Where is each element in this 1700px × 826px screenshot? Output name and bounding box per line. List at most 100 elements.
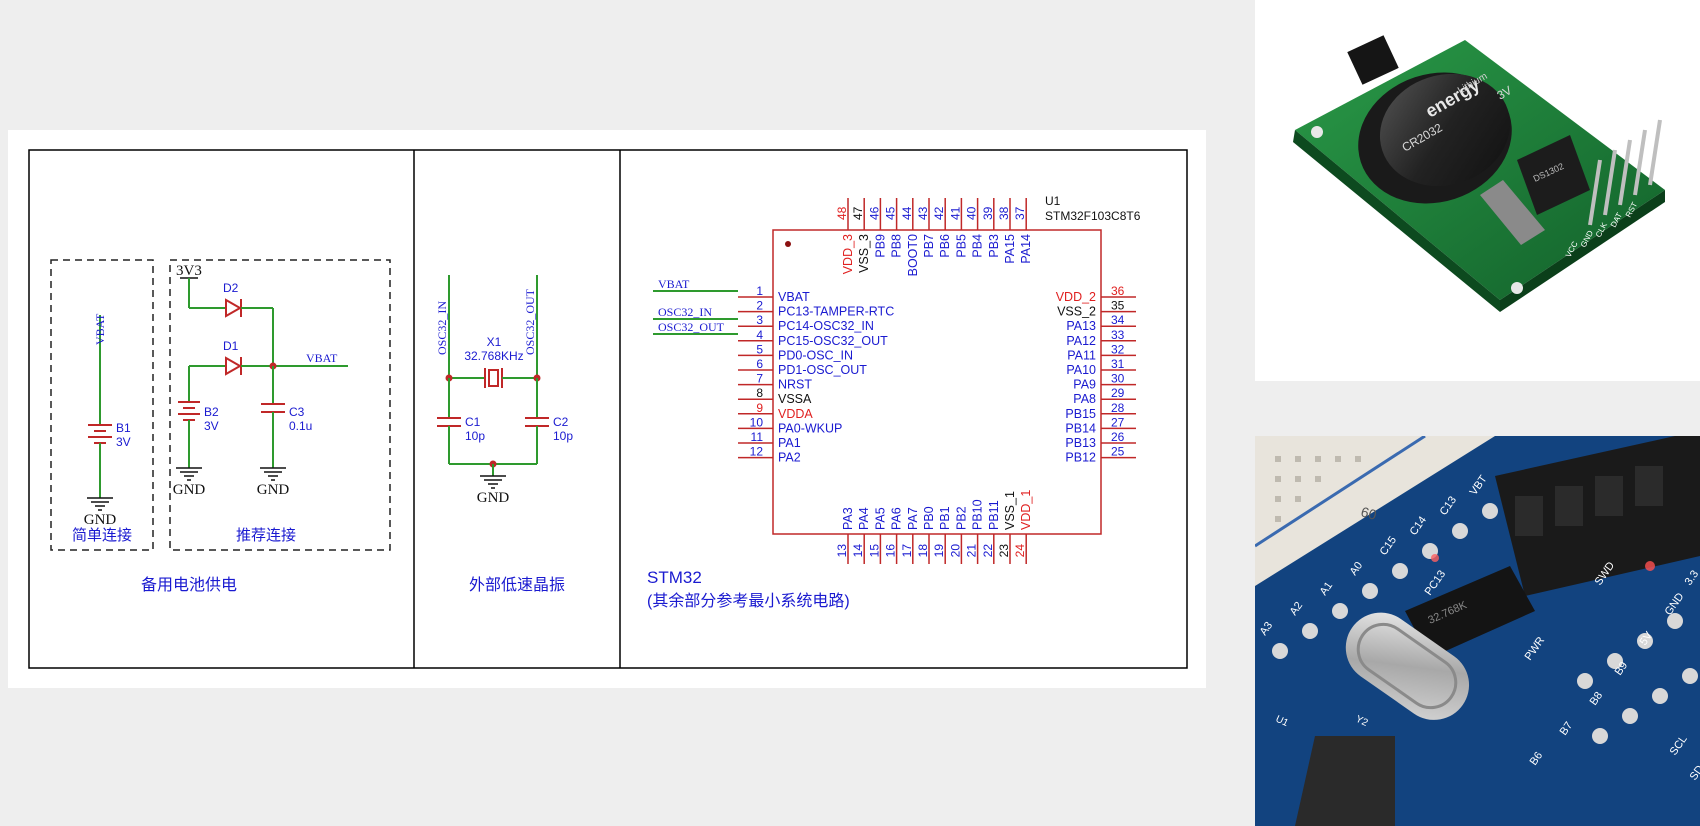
recommended-connection-label: 推荐连接 bbox=[236, 527, 296, 544]
oscillator-section: OSC32_IN OSC32_OUT X1 32.768KHz C1 10p C… bbox=[435, 275, 573, 594]
schematic-panel: VBAT B1 3V GND 3V3 D2 D1 VBAT bbox=[8, 130, 1206, 688]
pin-name: PB9 bbox=[873, 234, 887, 258]
pin-number: 19 bbox=[932, 544, 946, 558]
battery-section: VBAT B1 3V GND 3V3 D2 D1 VBAT bbox=[50, 259, 391, 594]
coin-cell bbox=[1379, 73, 1511, 187]
diode-d2 bbox=[225, 298, 243, 318]
pin-number: 11 bbox=[751, 430, 764, 444]
pin-number: 46 bbox=[867, 206, 881, 220]
mcu-osc-out-net: OSC32_OUT bbox=[658, 320, 725, 334]
pin-number: 14 bbox=[851, 544, 865, 558]
pin-number: 38 bbox=[997, 206, 1011, 220]
pin-name: PA5 bbox=[873, 507, 887, 530]
oscillator-section-title: 外部低速晶振 bbox=[469, 576, 565, 594]
pin-name: PB11 bbox=[987, 500, 1001, 530]
pin-name: PD1-OSC_OUT bbox=[778, 363, 867, 377]
c2-ref: C2 bbox=[553, 415, 569, 429]
mcu-osc-in-net: OSC32_IN bbox=[658, 305, 712, 319]
breadboard-number: 60 bbox=[1359, 503, 1378, 523]
pin-name: PC13-TAMPER-RTC bbox=[778, 305, 894, 319]
pin-name: VDDA bbox=[778, 407, 813, 421]
pin-name: BOOT0 bbox=[906, 234, 920, 276]
pin-number: 47 bbox=[851, 206, 865, 220]
pin-number: 34 bbox=[1111, 313, 1125, 327]
rtc-module-illustration: energy CR2032 Lithium 3V DS1302 VCC GND … bbox=[1293, 35, 1665, 312]
pin-name: PB15 bbox=[1065, 407, 1096, 421]
pin-name: PB12 bbox=[1065, 451, 1096, 465]
pin-number: 25 bbox=[1111, 445, 1125, 459]
holder-clip bbox=[1347, 35, 1399, 85]
pin1-marker bbox=[785, 241, 791, 247]
pin-number: 45 bbox=[884, 206, 898, 220]
pin-number: 32 bbox=[1111, 342, 1125, 356]
pin-number: 43 bbox=[916, 206, 930, 220]
pin-number: 30 bbox=[1111, 372, 1125, 386]
simple-battery-circuit: VBAT B1 3V GND bbox=[84, 313, 131, 528]
pin-name: PA9 bbox=[1073, 378, 1096, 392]
pin-number: 20 bbox=[948, 544, 962, 558]
pin-number: 28 bbox=[1111, 401, 1125, 415]
pin-name: VSS_1 bbox=[1003, 491, 1017, 530]
black-headers bbox=[1495, 436, 1700, 596]
pin-name: PA1 bbox=[778, 436, 801, 450]
pin-name: PA8 bbox=[1073, 392, 1096, 406]
dev-board-illustration: 60 VBT C13 C14 C15 A0 A1 A2 A3 PC13 PWR … bbox=[1255, 436, 1700, 826]
pin-name: NRST bbox=[778, 378, 812, 392]
pin-name: PA3 bbox=[841, 507, 855, 530]
vbat-out-label: VBAT bbox=[306, 351, 338, 365]
mcu-section-note: (其余部分参考最小系统电路) bbox=[647, 591, 850, 610]
pin-number: 42 bbox=[932, 206, 946, 220]
mcu-body bbox=[772, 229, 1102, 535]
hc49-crystal bbox=[1345, 612, 1470, 720]
pin-number: 44 bbox=[900, 206, 914, 220]
pin-name: VBAT bbox=[778, 290, 810, 304]
supply-3v3-label: 3V3 bbox=[176, 263, 202, 279]
x1-value: 32.768KHz bbox=[464, 349, 523, 363]
simple-connection-box bbox=[50, 259, 154, 551]
mcu-chip bbox=[1295, 736, 1395, 826]
pin-number: 18 bbox=[916, 544, 930, 558]
pin-number: 39 bbox=[981, 206, 995, 220]
pin-number: 10 bbox=[750, 415, 764, 429]
c3-value: 0.1u bbox=[289, 419, 312, 433]
smd-crystal bbox=[1405, 566, 1535, 658]
diode-d1 bbox=[225, 356, 243, 376]
pin-name: PA4 bbox=[857, 507, 871, 530]
crystal-x1 bbox=[488, 369, 499, 387]
pin-name: PD0-OSC_IN bbox=[778, 348, 853, 362]
pin-number: 40 bbox=[965, 206, 979, 220]
pin-name: PB0 bbox=[922, 506, 936, 530]
pin-name: PB10 bbox=[971, 499, 985, 530]
pin-number: 9 bbox=[756, 401, 763, 415]
simple-vbat-label: VBAT bbox=[93, 313, 107, 345]
pin-number: 5 bbox=[756, 342, 763, 356]
header-pins bbox=[1588, 119, 1662, 226]
pin-name: VSS_2 bbox=[1057, 305, 1096, 319]
b2-gnd-label: GND bbox=[173, 482, 206, 498]
pin-name: PC14-OSC32_IN bbox=[778, 319, 874, 333]
pin-number: 6 bbox=[756, 357, 763, 371]
pin-name: PA13 bbox=[1066, 319, 1096, 333]
breadboard bbox=[1255, 436, 1495, 586]
pin-name: PA12 bbox=[1066, 334, 1096, 348]
b2-ref: B2 bbox=[204, 405, 219, 419]
pin-name: PB8 bbox=[890, 234, 904, 258]
pin-name: PA7 bbox=[906, 507, 920, 530]
battery-section-title: 备用电池供电 bbox=[141, 576, 237, 594]
schematic-svg: VBAT B1 3V GND 3V3 D2 D1 VBAT bbox=[28, 149, 1188, 669]
pin-number: 48 bbox=[835, 206, 849, 220]
pin-number: 33 bbox=[1111, 328, 1125, 342]
pin-name: PB3 bbox=[987, 234, 1001, 258]
c3-gnd-label: GND bbox=[257, 482, 290, 498]
x1-ref: X1 bbox=[487, 335, 502, 349]
simple-connection-label: 简单连接 bbox=[72, 527, 132, 544]
pin-number: 35 bbox=[1111, 299, 1125, 313]
mcu-part: STM32F103C8T6 bbox=[1045, 209, 1141, 223]
ic-chip bbox=[1517, 135, 1590, 215]
silk-33: 3.3 bbox=[1683, 568, 1700, 587]
silk-u1: U1 bbox=[1274, 714, 1291, 730]
pin-number: 3 bbox=[756, 313, 763, 327]
pin-name: PA6 bbox=[890, 507, 904, 530]
pin-number: 4 bbox=[756, 328, 763, 342]
